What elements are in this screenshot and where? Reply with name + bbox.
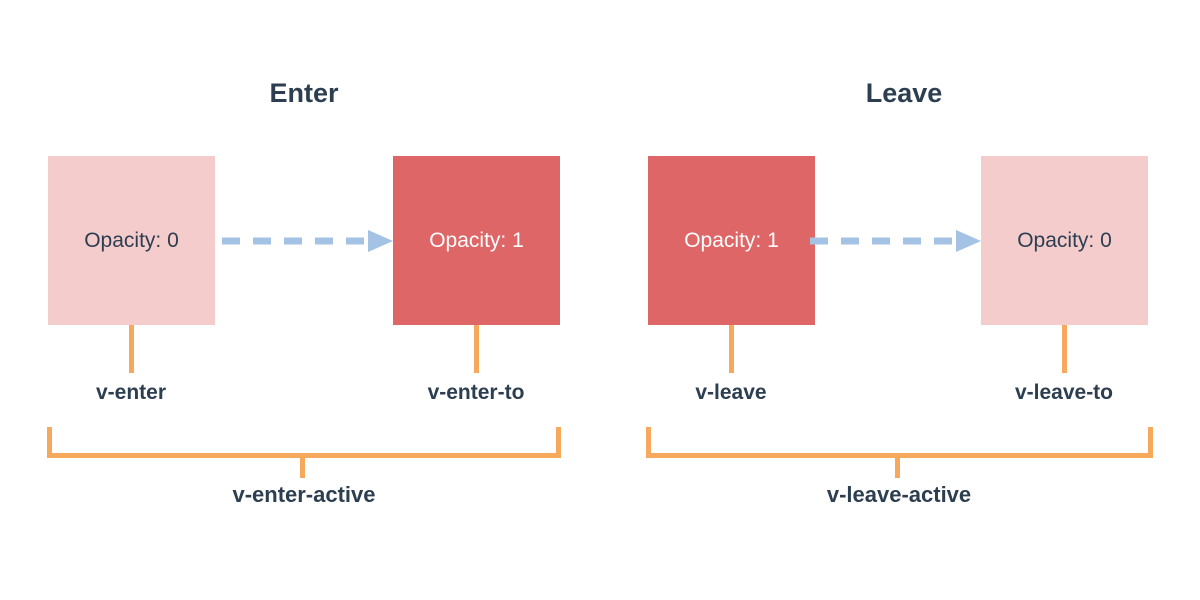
enter-bracket-left-end [47, 427, 52, 458]
enter-active-class-label: v-enter-active [232, 482, 376, 507]
enter-end-box: Opacity: 1 [393, 156, 560, 325]
arrow-head-icon [368, 230, 393, 252]
enter-start-connector-line [129, 325, 134, 373]
leave-start-box: Opacity: 1 [648, 156, 815, 325]
enter-to-class-label: v-enter-to [427, 381, 525, 404]
leave-end-box-label: Opacity: 0 [1017, 228, 1112, 252]
enter-transition-arrow [222, 230, 393, 252]
leave-start-connector-line [729, 325, 734, 373]
enter-start-box-label: Opacity: 0 [84, 228, 179, 252]
leave-title: Leave [865, 78, 943, 108]
enter-bracket-tick [300, 453, 305, 478]
leave-end-box: Opacity: 0 [981, 156, 1148, 325]
enter-title: Enter [269, 78, 339, 108]
leave-transition-arrow [810, 230, 981, 252]
leave-from-class-label: v-leave [695, 381, 767, 404]
leave-active-class-label: v-leave-active [826, 482, 972, 507]
enter-end-connector-line [474, 325, 479, 373]
leave-bracket-right-end [1148, 427, 1153, 458]
enter-end-box-label: Opacity: 1 [429, 228, 524, 252]
enter-from-class-label: v-enter [95, 381, 167, 404]
leave-bracket-tick [895, 453, 900, 478]
enter-bracket-right-end [556, 427, 561, 458]
leave-to-class-label: v-leave-to [1014, 381, 1114, 404]
leave-start-box-label: Opacity: 1 [684, 228, 779, 252]
enter-start-box: Opacity: 0 [48, 156, 215, 325]
arrow-head-icon [956, 230, 981, 252]
leave-bracket-left-end [646, 427, 651, 458]
leave-end-connector-line [1062, 325, 1067, 373]
